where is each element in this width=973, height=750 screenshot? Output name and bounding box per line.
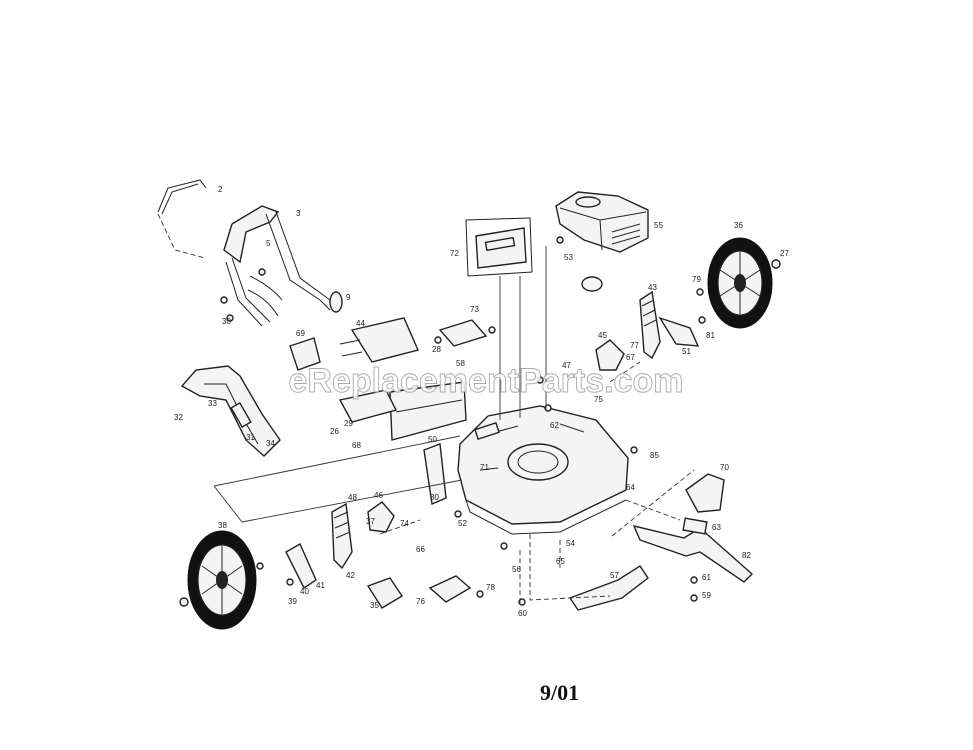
- callout-80: 80: [430, 493, 439, 502]
- callout-35: 35: [370, 601, 379, 610]
- callout-62: 62: [550, 421, 559, 430]
- callout-66: 66: [416, 545, 425, 554]
- callout-71: 71: [480, 463, 489, 472]
- callout-68: 68: [352, 441, 361, 450]
- callout-31: 31: [246, 433, 255, 442]
- callout-27: 27: [780, 249, 789, 258]
- callout-labels: 2 3 5 9 26 27 28 29 30 31 32 33 34 35 36…: [174, 185, 789, 618]
- callout-29: 29: [344, 419, 353, 428]
- callout-57: 57: [610, 571, 619, 580]
- bracket-assembly-44: [339, 317, 419, 363]
- callout-47: 47: [562, 361, 571, 370]
- callout-48: 48: [348, 493, 357, 502]
- callout-75: 75: [594, 395, 603, 404]
- bolt-hardware: [179, 236, 781, 607]
- callout-63: 63: [712, 523, 721, 532]
- callout-46: 46: [374, 491, 383, 500]
- callout-58: 58: [456, 359, 465, 368]
- callout-78: 78: [486, 583, 495, 592]
- watermark-text: eReplacementParts.com: [289, 362, 684, 400]
- bail-bar: [180, 365, 281, 457]
- rear-baffle: [568, 565, 649, 611]
- wheel-plate-front: [367, 501, 395, 533]
- callout-5: 5: [266, 239, 271, 248]
- date-code: 9/01: [540, 680, 579, 705]
- shroud-panel: [465, 217, 533, 277]
- height-adjuster-front: [285, 502, 353, 590]
- callout-69: 69: [296, 329, 305, 338]
- callout-30: 30: [222, 317, 231, 326]
- front-wheel: [187, 530, 257, 630]
- callout-73: 73: [470, 305, 479, 314]
- callout-26: 26: [330, 427, 339, 436]
- height-adjuster-rear: [639, 290, 700, 360]
- callout-70: 70: [720, 463, 729, 472]
- callout-56: 56: [512, 565, 521, 574]
- callout-42: 42: [346, 571, 355, 580]
- callout-39: 39: [288, 597, 297, 606]
- callout-28: 28: [432, 345, 441, 354]
- callout-85: 85: [650, 451, 659, 460]
- blade-adapter: [682, 473, 725, 535]
- assembly-leader-lines: [213, 246, 695, 604]
- callout-52: 52: [458, 519, 467, 528]
- callout-77: 77: [630, 341, 639, 350]
- chute-door-85: [389, 381, 467, 441]
- callout-3: 3: [296, 209, 301, 218]
- mower-deck: [457, 405, 629, 535]
- upper-handle: [157, 179, 207, 259]
- callout-55: 55: [654, 221, 663, 230]
- mower-blade: [632, 524, 754, 583]
- callout-65: 65: [556, 557, 565, 566]
- callout-81: 81: [706, 331, 715, 340]
- callout-38: 38: [218, 521, 227, 530]
- callout-40: 40: [300, 587, 309, 596]
- callout-50: 50: [428, 435, 437, 444]
- callout-44: 44: [356, 319, 365, 328]
- callout-9: 9: [346, 293, 351, 302]
- idler-21: [581, 276, 603, 292]
- callout-60: 60: [518, 609, 527, 618]
- callout-59: 59: [702, 591, 711, 600]
- callout-54: 54: [566, 539, 575, 548]
- lower-handle: [223, 205, 343, 327]
- callout-32: 32: [174, 413, 183, 422]
- callout-61: 61: [702, 573, 711, 582]
- callout-72: 72: [450, 249, 459, 258]
- callout-37: 37: [366, 517, 375, 526]
- callout-41: 41: [316, 581, 325, 590]
- engine: [555, 191, 649, 253]
- bracket-26: [338, 389, 398, 423]
- callout-2: 2: [218, 185, 223, 194]
- callout-82: 82: [742, 551, 751, 560]
- rear-wheel: [707, 237, 773, 329]
- callout-64: 64: [626, 483, 635, 492]
- cover-65: [366, 577, 403, 609]
- callout-67: 67: [626, 353, 635, 362]
- callout-51: 51: [682, 347, 691, 356]
- callout-43: 43: [648, 283, 657, 292]
- handle-bracket-69: [289, 337, 321, 371]
- callout-33: 33: [208, 399, 217, 408]
- wheel-plate-rear: [595, 339, 625, 371]
- bracket-73: [438, 319, 488, 347]
- callout-36: 36: [734, 221, 743, 230]
- callout-79: 79: [692, 275, 701, 284]
- callout-74: 74: [400, 519, 409, 528]
- callout-34: 34: [266, 439, 275, 448]
- callout-53: 53: [564, 253, 573, 262]
- callout-45: 45: [598, 331, 607, 340]
- callout-76: 76: [416, 597, 425, 606]
- cover-78: [428, 575, 472, 603]
